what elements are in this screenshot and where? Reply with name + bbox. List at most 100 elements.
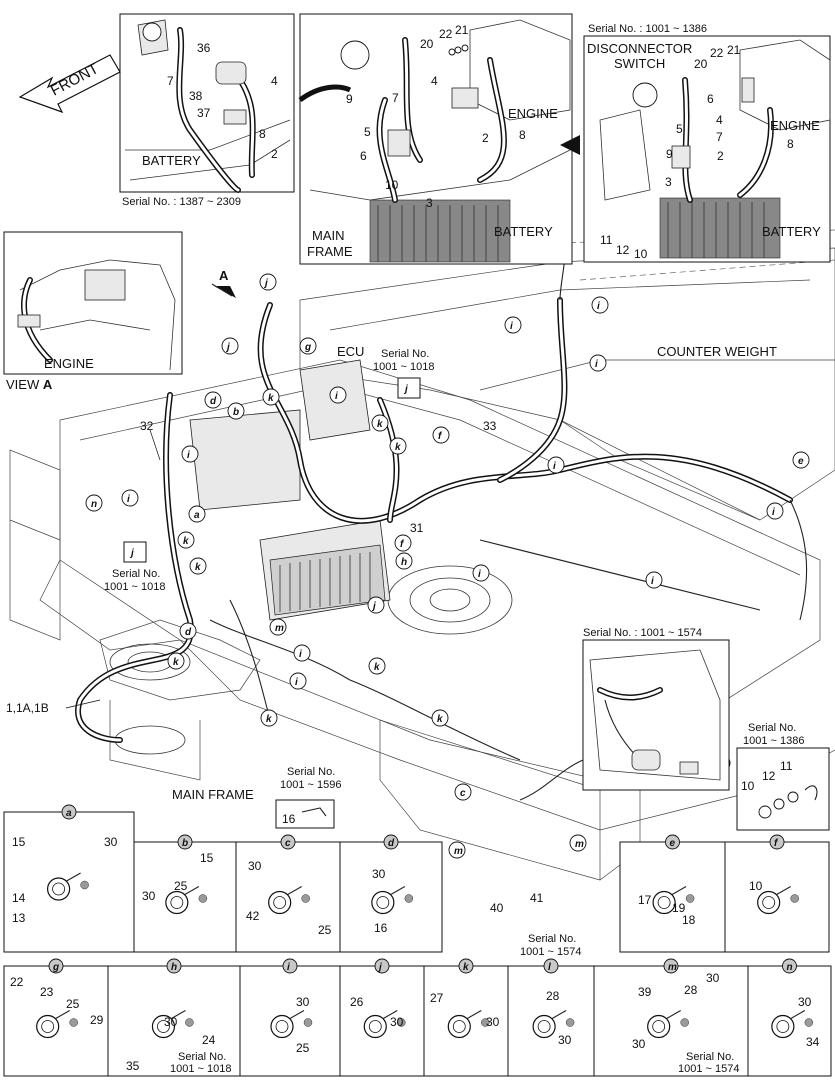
disconnector-line: DISCONNECTOR bbox=[587, 41, 692, 56]
detail-letter-circle bbox=[458, 958, 474, 974]
callout-letter: k bbox=[266, 714, 272, 725]
callout-circle bbox=[259, 273, 277, 291]
callout-circle bbox=[432, 426, 450, 444]
callout-d: d bbox=[179, 622, 197, 640]
clamp-inner bbox=[657, 896, 671, 909]
bolt-icon bbox=[790, 894, 799, 903]
part-label: 30 bbox=[486, 1015, 500, 1029]
callout-i: i bbox=[121, 489, 139, 507]
detail-serial: Serial No.1001 ~ 1574 bbox=[678, 1051, 739, 1075]
callout-letter: g bbox=[304, 342, 311, 353]
detail-letter-circle bbox=[383, 834, 399, 850]
callout-letter: j bbox=[225, 342, 230, 353]
part-label: 9 bbox=[666, 147, 673, 161]
callout-circle bbox=[431, 709, 449, 727]
part-label: 35 bbox=[126, 1059, 140, 1073]
part-label: 16 bbox=[282, 812, 296, 826]
part-label: 8 bbox=[787, 137, 794, 151]
part-label: 39 bbox=[638, 985, 652, 999]
battery-label: BATTERY bbox=[762, 224, 821, 239]
callout-circle bbox=[472, 564, 490, 582]
inset-top-left: 36 4 7 38 37 8 2 BATTERY Serial No. : 13… bbox=[119, 13, 295, 208]
callout-circle bbox=[204, 391, 222, 409]
callout-letter: k bbox=[374, 662, 380, 673]
part-label: 5 bbox=[364, 125, 371, 139]
callout-letter: i bbox=[595, 359, 598, 370]
callout-j: j bbox=[259, 273, 277, 291]
callout-b: b bbox=[227, 402, 245, 420]
detail-letter-circle bbox=[61, 804, 77, 820]
ecu-label: ECU bbox=[337, 344, 364, 359]
callout-i: i bbox=[289, 672, 307, 690]
callout-f: f bbox=[432, 426, 450, 444]
serial-line: 1001 ~ 1018 bbox=[104, 581, 165, 593]
inset-view-a: ENGINE VIEW A bbox=[3, 231, 183, 392]
detail-letter-circle bbox=[280, 834, 296, 850]
part-label: 7 bbox=[167, 74, 174, 88]
callout-circle bbox=[371, 414, 389, 432]
callout-circle bbox=[368, 657, 386, 675]
callout-letter: f bbox=[400, 539, 405, 550]
inset-top-right: Serial No. : 1001 ~ 1386 DISCONNECTOR SW… bbox=[583, 23, 831, 263]
part-label: 30 bbox=[142, 889, 156, 903]
callout-letter: j bbox=[403, 384, 408, 395]
serial-label: Serial No. : 1001 ~ 1574 bbox=[583, 627, 702, 639]
clamp-tab bbox=[666, 1010, 681, 1019]
detail-letter: h bbox=[171, 962, 177, 973]
part-label: 32 bbox=[140, 419, 154, 433]
part-label: 12 bbox=[616, 243, 630, 257]
part-label: 11 bbox=[600, 233, 613, 247]
detail-letter-circle bbox=[282, 958, 298, 974]
part-label: 10 bbox=[741, 779, 755, 793]
clamp-inner bbox=[376, 896, 390, 909]
part-label: 16 bbox=[374, 921, 388, 935]
serial-line: Serial No. bbox=[528, 933, 576, 945]
callout-h: h bbox=[395, 552, 413, 570]
part-label: 18 bbox=[682, 913, 696, 927]
callout-circle bbox=[227, 402, 245, 420]
part-label: 30 bbox=[372, 867, 386, 881]
bolt-icon bbox=[804, 1018, 814, 1027]
callout-circle bbox=[504, 316, 522, 334]
callout-circle bbox=[547, 456, 565, 474]
callout-letter: i bbox=[335, 391, 338, 402]
part-label: 27 bbox=[430, 991, 444, 1005]
callout-circle bbox=[367, 596, 385, 614]
main-frame-label: MAIN FRAME bbox=[307, 228, 353, 259]
clamp-tab bbox=[66, 872, 81, 882]
callout-letter: j bbox=[371, 601, 376, 612]
callout-g: g bbox=[299, 337, 317, 355]
callout-circle bbox=[591, 296, 609, 314]
view-a-arrow: A bbox=[211, 268, 236, 298]
clamp-tab bbox=[289, 1010, 305, 1019]
part-label: 28 bbox=[684, 983, 698, 997]
clamp-inner bbox=[275, 1020, 289, 1033]
part-label: 34 bbox=[806, 1035, 820, 1049]
detail-serial: Serial No.1001 ~ 1018 bbox=[170, 1051, 231, 1075]
part-label: 4 bbox=[716, 113, 723, 127]
detail-letter-circle bbox=[48, 958, 64, 974]
callout-i: i bbox=[589, 354, 607, 372]
callout-circle bbox=[454, 783, 472, 801]
counter-weight-label: COUNTER WEIGHT bbox=[657, 344, 777, 359]
part-label: 21 bbox=[727, 43, 741, 57]
serial-j-top: Serial No. 1001 ~ 1018 bbox=[373, 348, 434, 373]
serial-16: Serial No. 1001 ~ 1596 bbox=[280, 766, 341, 791]
part-label: 14 bbox=[12, 891, 26, 905]
bolt-icon bbox=[69, 1018, 78, 1027]
clamp-inner bbox=[537, 1020, 551, 1033]
callout-circle bbox=[645, 571, 663, 589]
disconnector-label: DISCONNECTOR SWITCH bbox=[587, 41, 696, 71]
clamp-inner bbox=[273, 896, 287, 909]
part-label: 40 bbox=[490, 901, 504, 915]
part-label: 10 bbox=[385, 178, 399, 192]
callout-letter: i bbox=[478, 569, 481, 580]
part-label: 12 bbox=[762, 769, 776, 783]
callout-circle bbox=[177, 531, 195, 549]
part-label: 30 bbox=[632, 1037, 646, 1051]
part-label: 21 bbox=[455, 23, 469, 37]
callout-k: k bbox=[260, 709, 278, 727]
clamp-tab bbox=[776, 886, 791, 895]
